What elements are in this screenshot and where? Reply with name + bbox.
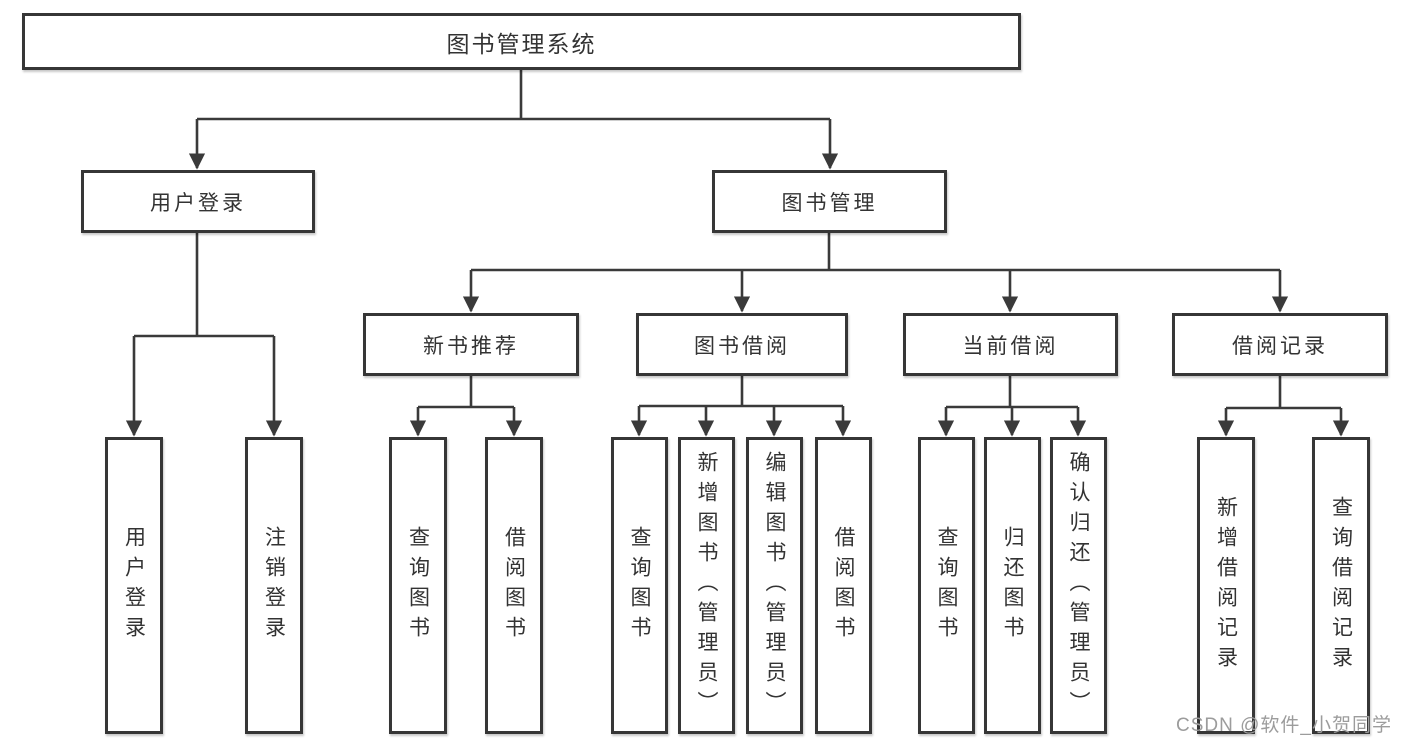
leaf-logout: 注销登录 [245, 437, 303, 734]
leaf-borrow-books: 借阅图书 [485, 437, 543, 734]
watermark: CSDN @软件_小贺同学 [1176, 715, 1392, 736]
node-label: 新增图书（管理员） [695, 450, 718, 721]
node-label: 图书管理 [781, 191, 878, 215]
node-label: 查询图书 [628, 525, 651, 646]
node-label: 借阅图书 [832, 525, 855, 646]
node-label: 编辑图书（管理员） [763, 450, 786, 721]
leaf-query-books: 查询图书 [389, 437, 447, 734]
node-label: 用户登录 [150, 191, 246, 215]
node-label: 新增借阅记录 [1214, 495, 1238, 676]
leaf-add-books-admin: 新增图书（管理员） [678, 437, 735, 734]
node-book-borrow: 图书借阅 [636, 313, 848, 376]
leaf-query-books: 查询图书 [918, 437, 975, 734]
node-label: 图书管理系统 [446, 30, 597, 57]
node-label: 用户登录 [122, 525, 146, 646]
node-book-management: 图书管理 [712, 170, 947, 233]
node-label: 归还图书 [1001, 525, 1024, 646]
leaf-query-borrow-record: 查询借阅记录 [1312, 437, 1370, 734]
leaf-user-login: 用户登录 [105, 437, 163, 734]
node-label: 确认归还（管理员） [1067, 450, 1090, 721]
node-label: 借阅记录 [1232, 334, 1328, 358]
node-label: 图书借阅 [694, 334, 790, 358]
node-label: 查询图书 [406, 525, 430, 646]
leaf-borrow-books: 借阅图书 [815, 437, 872, 734]
node-label: 新书推荐 [423, 334, 519, 358]
node-label: 借阅图书 [502, 525, 526, 646]
node-current-borrow: 当前借阅 [903, 313, 1118, 376]
connector-group [125, 69, 1350, 437]
node-borrow-records: 借阅记录 [1172, 313, 1388, 376]
node-label: 当前借阅 [962, 334, 1059, 358]
leaf-add-borrow-record: 新增借阅记录 [1197, 437, 1255, 734]
node-new-book-recommend: 新书推荐 [363, 313, 579, 376]
node-label: 查询图书 [935, 525, 958, 646]
node-user-login: 用户登录 [81, 170, 315, 233]
node-label: 查询借阅记录 [1329, 495, 1353, 676]
leaf-confirm-return-admin: 确认归还（管理员） [1050, 437, 1107, 734]
leaf-query-books: 查询图书 [611, 437, 668, 734]
leaf-return-books: 归还图书 [984, 437, 1041, 734]
node-label: 注销登录 [262, 525, 286, 646]
leaf-edit-books-admin: 编辑图书（管理员） [746, 437, 803, 734]
node-root-system: 图书管理系统 [22, 13, 1021, 70]
